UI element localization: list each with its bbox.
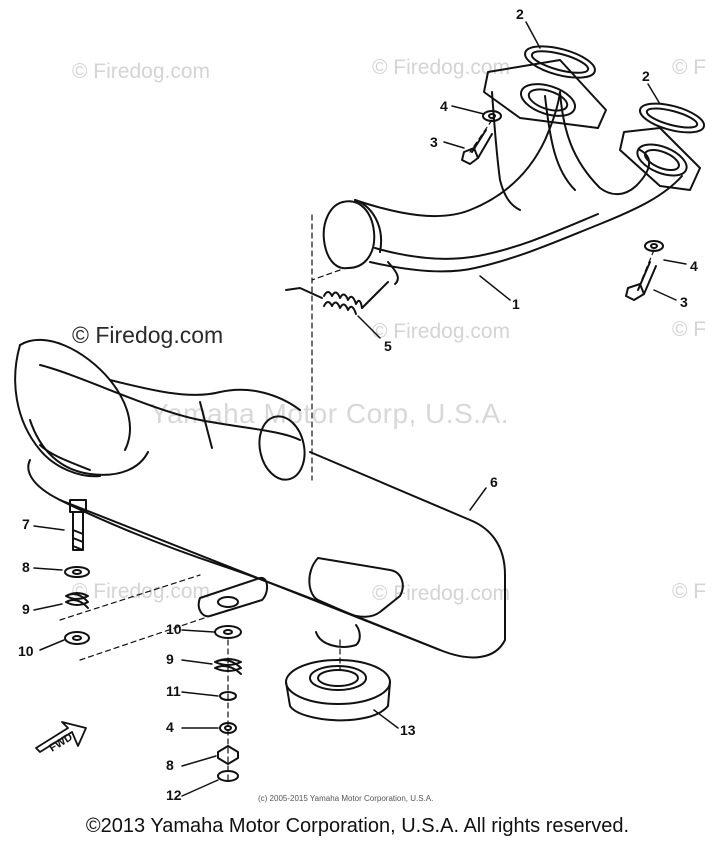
callout-4-right: 4 [690, 258, 698, 274]
callout-2-upper: 2 [516, 6, 524, 22]
callout-9-center: 9 [166, 651, 174, 667]
callout-7: 7 [22, 516, 30, 532]
callout-4-center: 4 [166, 719, 174, 735]
watermark-firedog: © Firedog.com [372, 320, 511, 343]
callout-8-center: 8 [166, 757, 174, 773]
watermark-firedog-partial: © F [672, 580, 707, 603]
callout-9-left: 9 [22, 601, 30, 617]
watermark-firedog-partial: © F [672, 318, 707, 341]
callout-3-right: 3 [680, 294, 688, 310]
small-copyright: (c) 2005-2015 Yamaha Motor Corporation, … [258, 794, 434, 803]
watermark-firedog: © Firedog.com [372, 582, 511, 605]
callout-10-left: 10 [18, 643, 34, 659]
fwd-arrow-icon [35, 721, 87, 753]
washer-part-4 [482, 110, 664, 252]
gasket-part-2 [524, 45, 706, 134]
assembly-lines [59, 119, 655, 781]
callout-12: 12 [166, 787, 182, 803]
callout-11: 11 [166, 683, 181, 699]
mount-stack-left [64, 499, 90, 645]
watermark-firedog: © Firedog.com [372, 56, 511, 79]
spring-part-5 [285, 281, 389, 315]
exhaust-manifold-part-1 [322, 59, 701, 285]
watermark-firedog-dark: © Firedog.com [72, 322, 224, 348]
footer-copyright: ©2013 Yamaha Motor Corporation, U.S.A. A… [85, 815, 630, 837]
callout-13: 13 [400, 722, 416, 738]
callout-10-center: 10 [166, 621, 182, 637]
muffler-part-6 [14, 339, 506, 659]
fwd-label: FWD [47, 731, 75, 754]
callout-4-upper: 4 [440, 98, 448, 114]
watermark-firedog: © Firedog.com [72, 580, 211, 603]
bolt-part-3 [461, 129, 657, 301]
callout-5: 5 [384, 338, 392, 354]
watermark-firedog: © Firedog.com [72, 60, 211, 83]
callout-6: 6 [490, 474, 498, 490]
callout-8-left: 8 [22, 559, 30, 575]
damper-part-13 [285, 659, 391, 722]
leader-lines [33, 21, 687, 797]
watermark-yamaha: Yamaha Motor Corp, U.S.A. [150, 398, 509, 429]
callout-2-right: 2 [642, 68, 650, 84]
callout-3-upper: 3 [430, 134, 438, 150]
callout-1: 1 [512, 296, 520, 312]
watermark-firedog-partial: © F [672, 56, 707, 79]
